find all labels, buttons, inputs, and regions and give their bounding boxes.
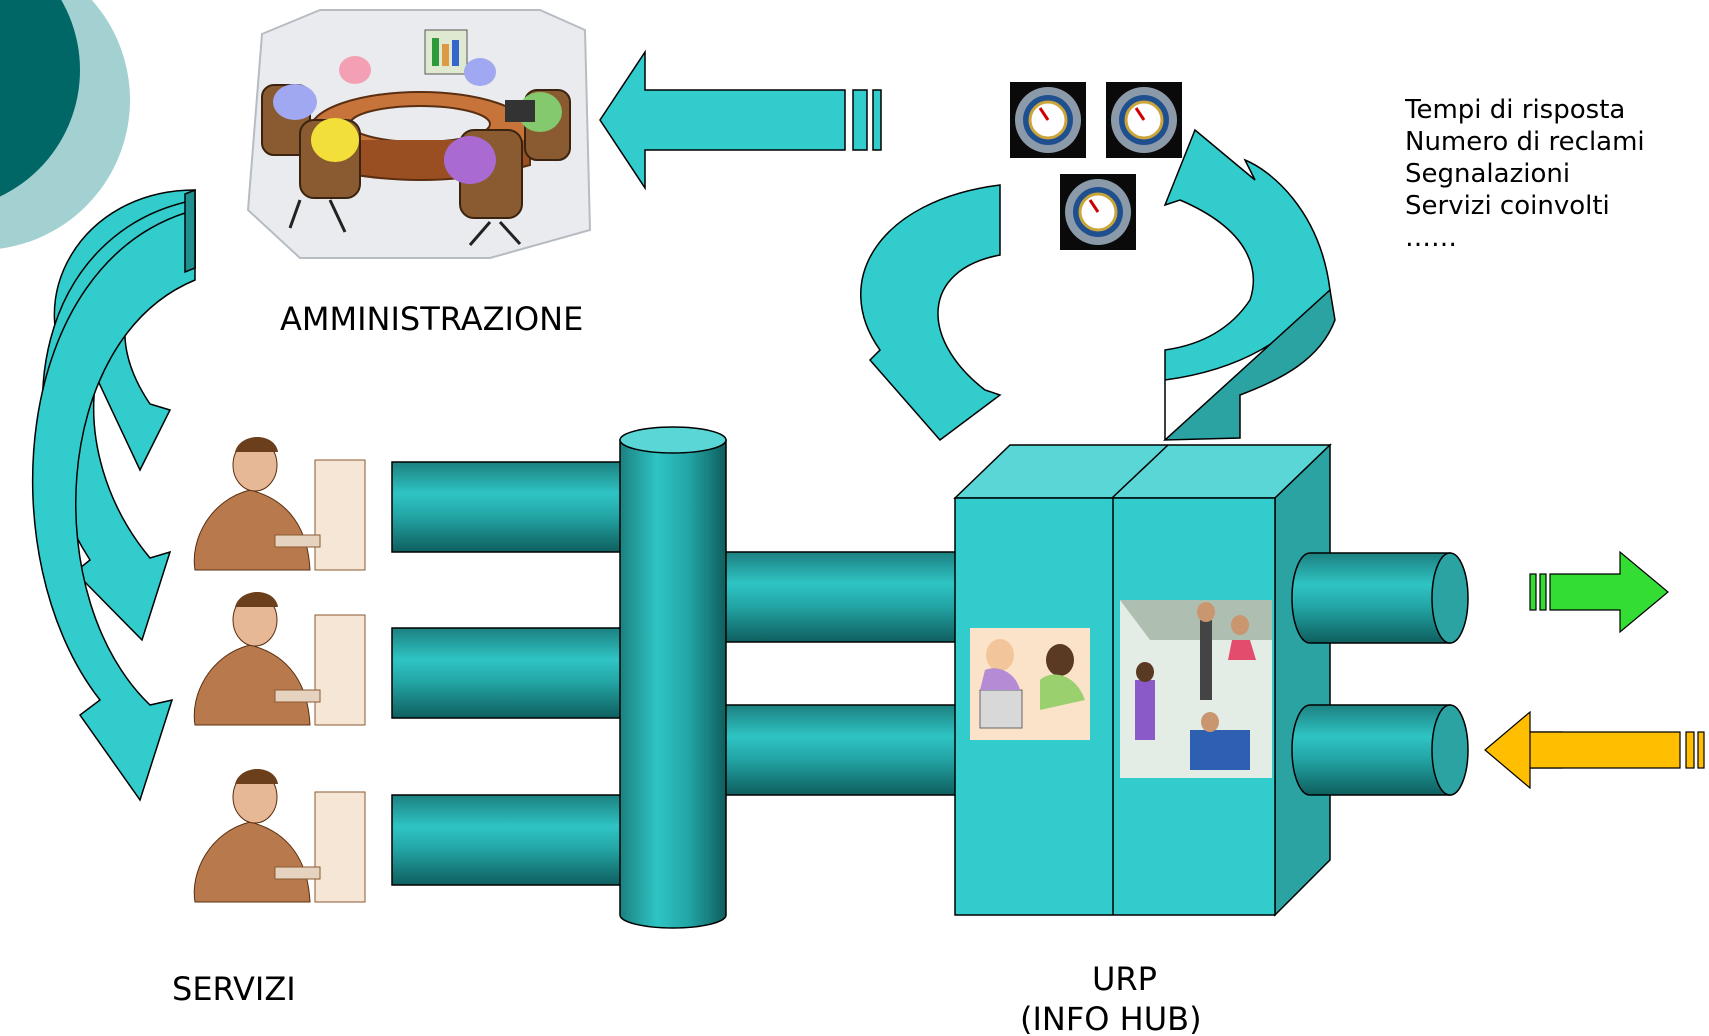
gauge-icon bbox=[1010, 82, 1086, 158]
worker-clipart bbox=[193, 769, 366, 903]
services-label: SERVIZI bbox=[172, 970, 296, 1008]
worker-clipart bbox=[193, 592, 366, 726]
metric-complaints: Numero di reclami bbox=[1405, 127, 1645, 157]
administration-label: AMMINISTRAZIONE bbox=[280, 300, 583, 338]
external-pipes bbox=[1291, 552, 1469, 796]
service-pipe-1 bbox=[391, 461, 643, 553]
output-arrow-icon bbox=[1529, 550, 1669, 634]
hub-pipe-1 bbox=[719, 551, 961, 643]
service-pipes bbox=[391, 461, 643, 886]
gauge-icon bbox=[1060, 174, 1136, 250]
cycle-arrow-right-icon bbox=[1163, 128, 1331, 440]
urp-front-desk-clipart bbox=[1120, 600, 1272, 778]
gauge-icon bbox=[1106, 82, 1182, 158]
urp-office-clipart bbox=[970, 628, 1090, 740]
performance-gauges bbox=[1010, 82, 1182, 250]
bus-cylinder bbox=[619, 426, 727, 929]
metric-services-involved: Servizi coinvolti bbox=[1405, 191, 1610, 221]
urp-label: URP bbox=[1092, 960, 1157, 998]
metric-response-time: Tempi di risposta bbox=[1405, 95, 1626, 125]
metric-ellipsis: …… bbox=[1405, 223, 1457, 253]
feedback-to-admin-arrow bbox=[599, 49, 882, 191]
worker-clipart bbox=[193, 437, 366, 571]
services-workers bbox=[193, 437, 366, 903]
admin-to-services-arrows bbox=[32, 188, 196, 802]
cycle-arrow-left-icon bbox=[860, 184, 1002, 442]
metric-reports: Segnalazioni bbox=[1405, 159, 1571, 189]
hub-pipes bbox=[719, 551, 961, 796]
administration-meeting-clipart bbox=[246, 9, 592, 259]
monitoring-cycle-arrows bbox=[860, 128, 1336, 442]
service-pipe-2 bbox=[391, 627, 643, 719]
corner-decoration bbox=[0, 0, 130, 249]
service-pipe-3 bbox=[391, 794, 643, 886]
hub-pipe-2 bbox=[719, 704, 961, 796]
curved-arrow-3-icon bbox=[32, 209, 196, 802]
urp-subtitle-label: (INFO HUB) bbox=[1020, 1000, 1202, 1036]
input-arrow-icon bbox=[1484, 710, 1705, 790]
